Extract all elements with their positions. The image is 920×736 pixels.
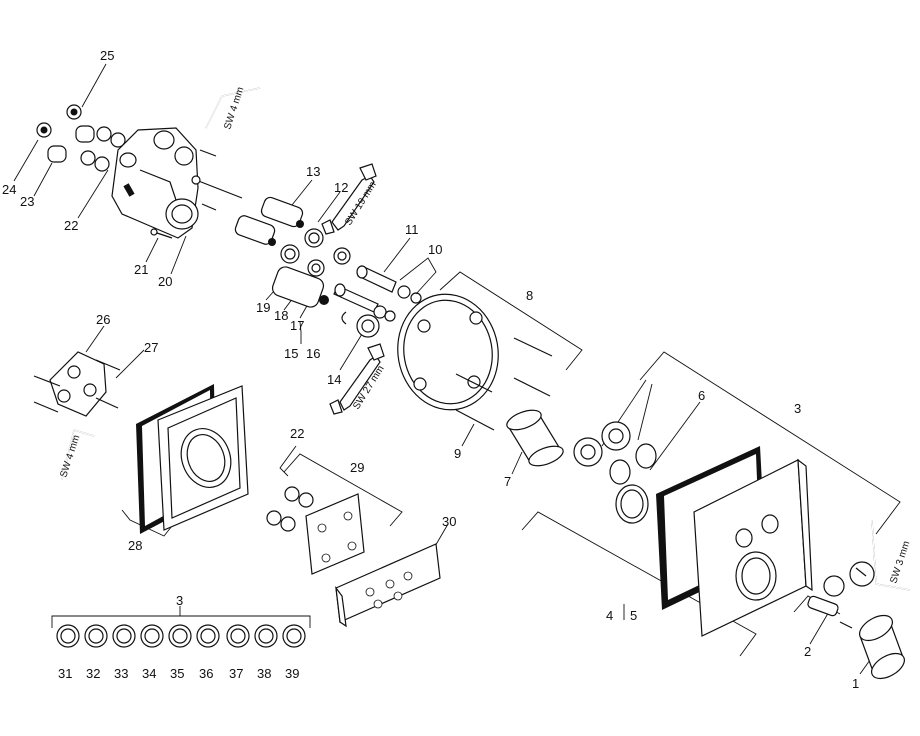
button-37 bbox=[226, 624, 250, 648]
part-27-bolts bbox=[33, 359, 121, 413]
callout-22-middle: 22 bbox=[290, 426, 304, 441]
callout-23: 23 bbox=[20, 194, 34, 209]
callout-15: 15 bbox=[284, 346, 298, 361]
callout-19: 19 bbox=[256, 300, 270, 315]
callout-29: 29 bbox=[350, 460, 364, 475]
part-5-trim-plate bbox=[693, 458, 813, 637]
part-10-rings bbox=[341, 285, 422, 325]
part-1-handle bbox=[859, 614, 905, 680]
callout-34: 34 bbox=[142, 666, 156, 681]
part-extension-nuts bbox=[573, 421, 631, 467]
part-3-button-cap bbox=[823, 561, 875, 597]
button-39 bbox=[282, 624, 306, 648]
part-25-cap bbox=[66, 104, 95, 143]
part-20-valve-body bbox=[111, 127, 199, 239]
callout-39: 39 bbox=[285, 666, 299, 681]
button-31 bbox=[56, 624, 80, 648]
part-30-insert bbox=[335, 543, 441, 628]
part-23-sleeve bbox=[47, 145, 67, 163]
button-36 bbox=[196, 624, 220, 648]
hex-key-sw4-top: SW 4 mm bbox=[205, 86, 261, 131]
callout-12: 12 bbox=[334, 180, 348, 195]
wrench-sw19: SW 19 mm bbox=[321, 163, 379, 235]
button-35 bbox=[168, 624, 192, 648]
callout-3-right: 3 bbox=[794, 401, 801, 416]
button-33 bbox=[112, 624, 136, 648]
callout-6: 6 bbox=[698, 388, 705, 403]
callout-33: 33 bbox=[114, 666, 128, 681]
hex-key-left-label: SW 4 mm bbox=[58, 434, 82, 479]
callout-26: 26 bbox=[96, 312, 110, 327]
button-32 bbox=[84, 624, 108, 648]
buttons-row-31-39 bbox=[56, 624, 306, 648]
callout-3-bottom: 3 bbox=[176, 593, 183, 608]
callout-35: 35 bbox=[170, 666, 184, 681]
callout-14: 14 bbox=[327, 372, 341, 387]
callout-2: 2 bbox=[804, 644, 811, 659]
hex-key-right-label: SW 3 mm bbox=[888, 540, 912, 585]
hex-key-sw4-left: SW 4 mm bbox=[58, 429, 95, 481]
callout-17: 17 bbox=[290, 318, 304, 333]
callout-27: 27 bbox=[144, 340, 158, 355]
part-11-stems bbox=[333, 265, 397, 313]
part-13-cartridge bbox=[234, 196, 304, 246]
callout-10: 10 bbox=[428, 242, 442, 257]
callout-20: 20 bbox=[158, 274, 172, 289]
button-38 bbox=[254, 624, 278, 648]
callout-31: 31 bbox=[58, 666, 72, 681]
callout-21: 21 bbox=[134, 262, 148, 277]
callout-25: 25 bbox=[100, 48, 114, 63]
part-29-gasket-plate bbox=[305, 493, 365, 575]
part-22-o-rings-middle bbox=[266, 486, 314, 532]
part-19-18-17-cartridge bbox=[271, 247, 351, 308]
part-6-rings bbox=[609, 443, 657, 524]
part-7-sleeve bbox=[506, 409, 564, 467]
part-14-nut bbox=[356, 314, 380, 338]
callout-9: 9 bbox=[454, 446, 461, 461]
part-2-spindle bbox=[807, 595, 853, 629]
part-8-mounting-plate bbox=[397, 293, 499, 411]
part-12-nut bbox=[280, 228, 324, 264]
small-screws-top bbox=[191, 149, 243, 211]
part-26-mounting-bracket bbox=[49, 351, 107, 417]
callout-32: 32 bbox=[86, 666, 100, 681]
button-34 bbox=[140, 624, 164, 648]
callout-24: 24 bbox=[2, 182, 16, 197]
part-9-screws bbox=[455, 337, 553, 431]
part-24-cap bbox=[36, 122, 52, 138]
callout-7: 7 bbox=[504, 474, 511, 489]
callout-1: 1 bbox=[852, 676, 859, 691]
callout-13: 13 bbox=[306, 164, 320, 179]
part-22-o-rings-top bbox=[80, 126, 126, 172]
callout-5: 5 bbox=[630, 608, 637, 623]
callout-30: 30 bbox=[442, 514, 456, 529]
callout-36: 36 bbox=[199, 666, 213, 681]
callout-11: 11 bbox=[405, 222, 419, 237]
callout-16: 16 bbox=[306, 346, 320, 361]
hex-key-top-label: SW 4 mm bbox=[222, 86, 246, 131]
part-21-screw bbox=[150, 228, 173, 239]
callout-38: 38 bbox=[257, 666, 271, 681]
callout-labels: 1 2 3 3 4 5 6 7 8 9 10 11 12 13 14 15 16… bbox=[2, 48, 859, 691]
callout-37: 37 bbox=[229, 666, 243, 681]
callout-8: 8 bbox=[526, 288, 533, 303]
callout-28: 28 bbox=[128, 538, 142, 553]
hex-key-sw3: SW 3 mm bbox=[871, 519, 912, 591]
callout-22-top: 22 bbox=[64, 218, 78, 233]
part-28-installation-frame bbox=[136, 384, 249, 534]
callout-18: 18 bbox=[274, 308, 288, 323]
callout-4: 4 bbox=[606, 608, 613, 623]
